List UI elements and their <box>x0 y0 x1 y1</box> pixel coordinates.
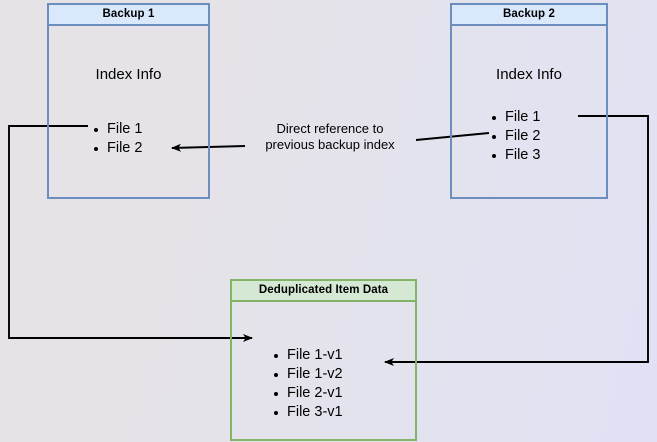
backup1-index-info-label: Index Info <box>95 66 162 83</box>
backup2-body: Index Info File 1 File 2 File 3 <box>452 26 606 197</box>
list-item: File 1 <box>92 120 142 139</box>
list-item: File 2-v1 <box>272 384 343 403</box>
list-item: File 2 <box>490 127 540 146</box>
backup1-box[interactable]: Backup 1 Index Info File 1 File 2 <box>47 3 210 199</box>
list-item: File 2 <box>92 139 142 158</box>
dedup-body: File 1-v1 File 1-v2 File 2-v1 File 3-v1 <box>232 302 415 439</box>
direct-reference-caption: Direct reference to previous backup inde… <box>265 121 395 152</box>
backup2-file-list: File 1 File 2 File 3 <box>490 108 540 165</box>
deduplicated-item-data-box[interactable]: Deduplicated Item Data File 1-v1 File 1-… <box>230 279 417 441</box>
backup1-file-list: File 1 File 2 <box>92 120 142 158</box>
backup1-body: Index Info File 1 File 2 <box>49 26 208 197</box>
list-item: File 1-v1 <box>272 346 343 365</box>
backup2-title: Backup 2 <box>452 5 606 26</box>
backup2-box[interactable]: Backup 2 Index Info File 1 File 2 File 3 <box>450 3 608 199</box>
list-item: File 1-v2 <box>272 365 343 384</box>
backup1-title: Backup 1 <box>49 5 208 26</box>
list-item: File 3 <box>490 146 540 165</box>
dedup-title: Deduplicated Item Data <box>232 281 415 302</box>
list-item: File 3-v1 <box>272 403 343 422</box>
list-item: File 1 <box>490 108 540 127</box>
backup2-index-info-label: Index Info <box>496 66 562 83</box>
dedup-file-list: File 1-v1 File 1-v2 File 2-v1 File 3-v1 <box>272 346 343 422</box>
